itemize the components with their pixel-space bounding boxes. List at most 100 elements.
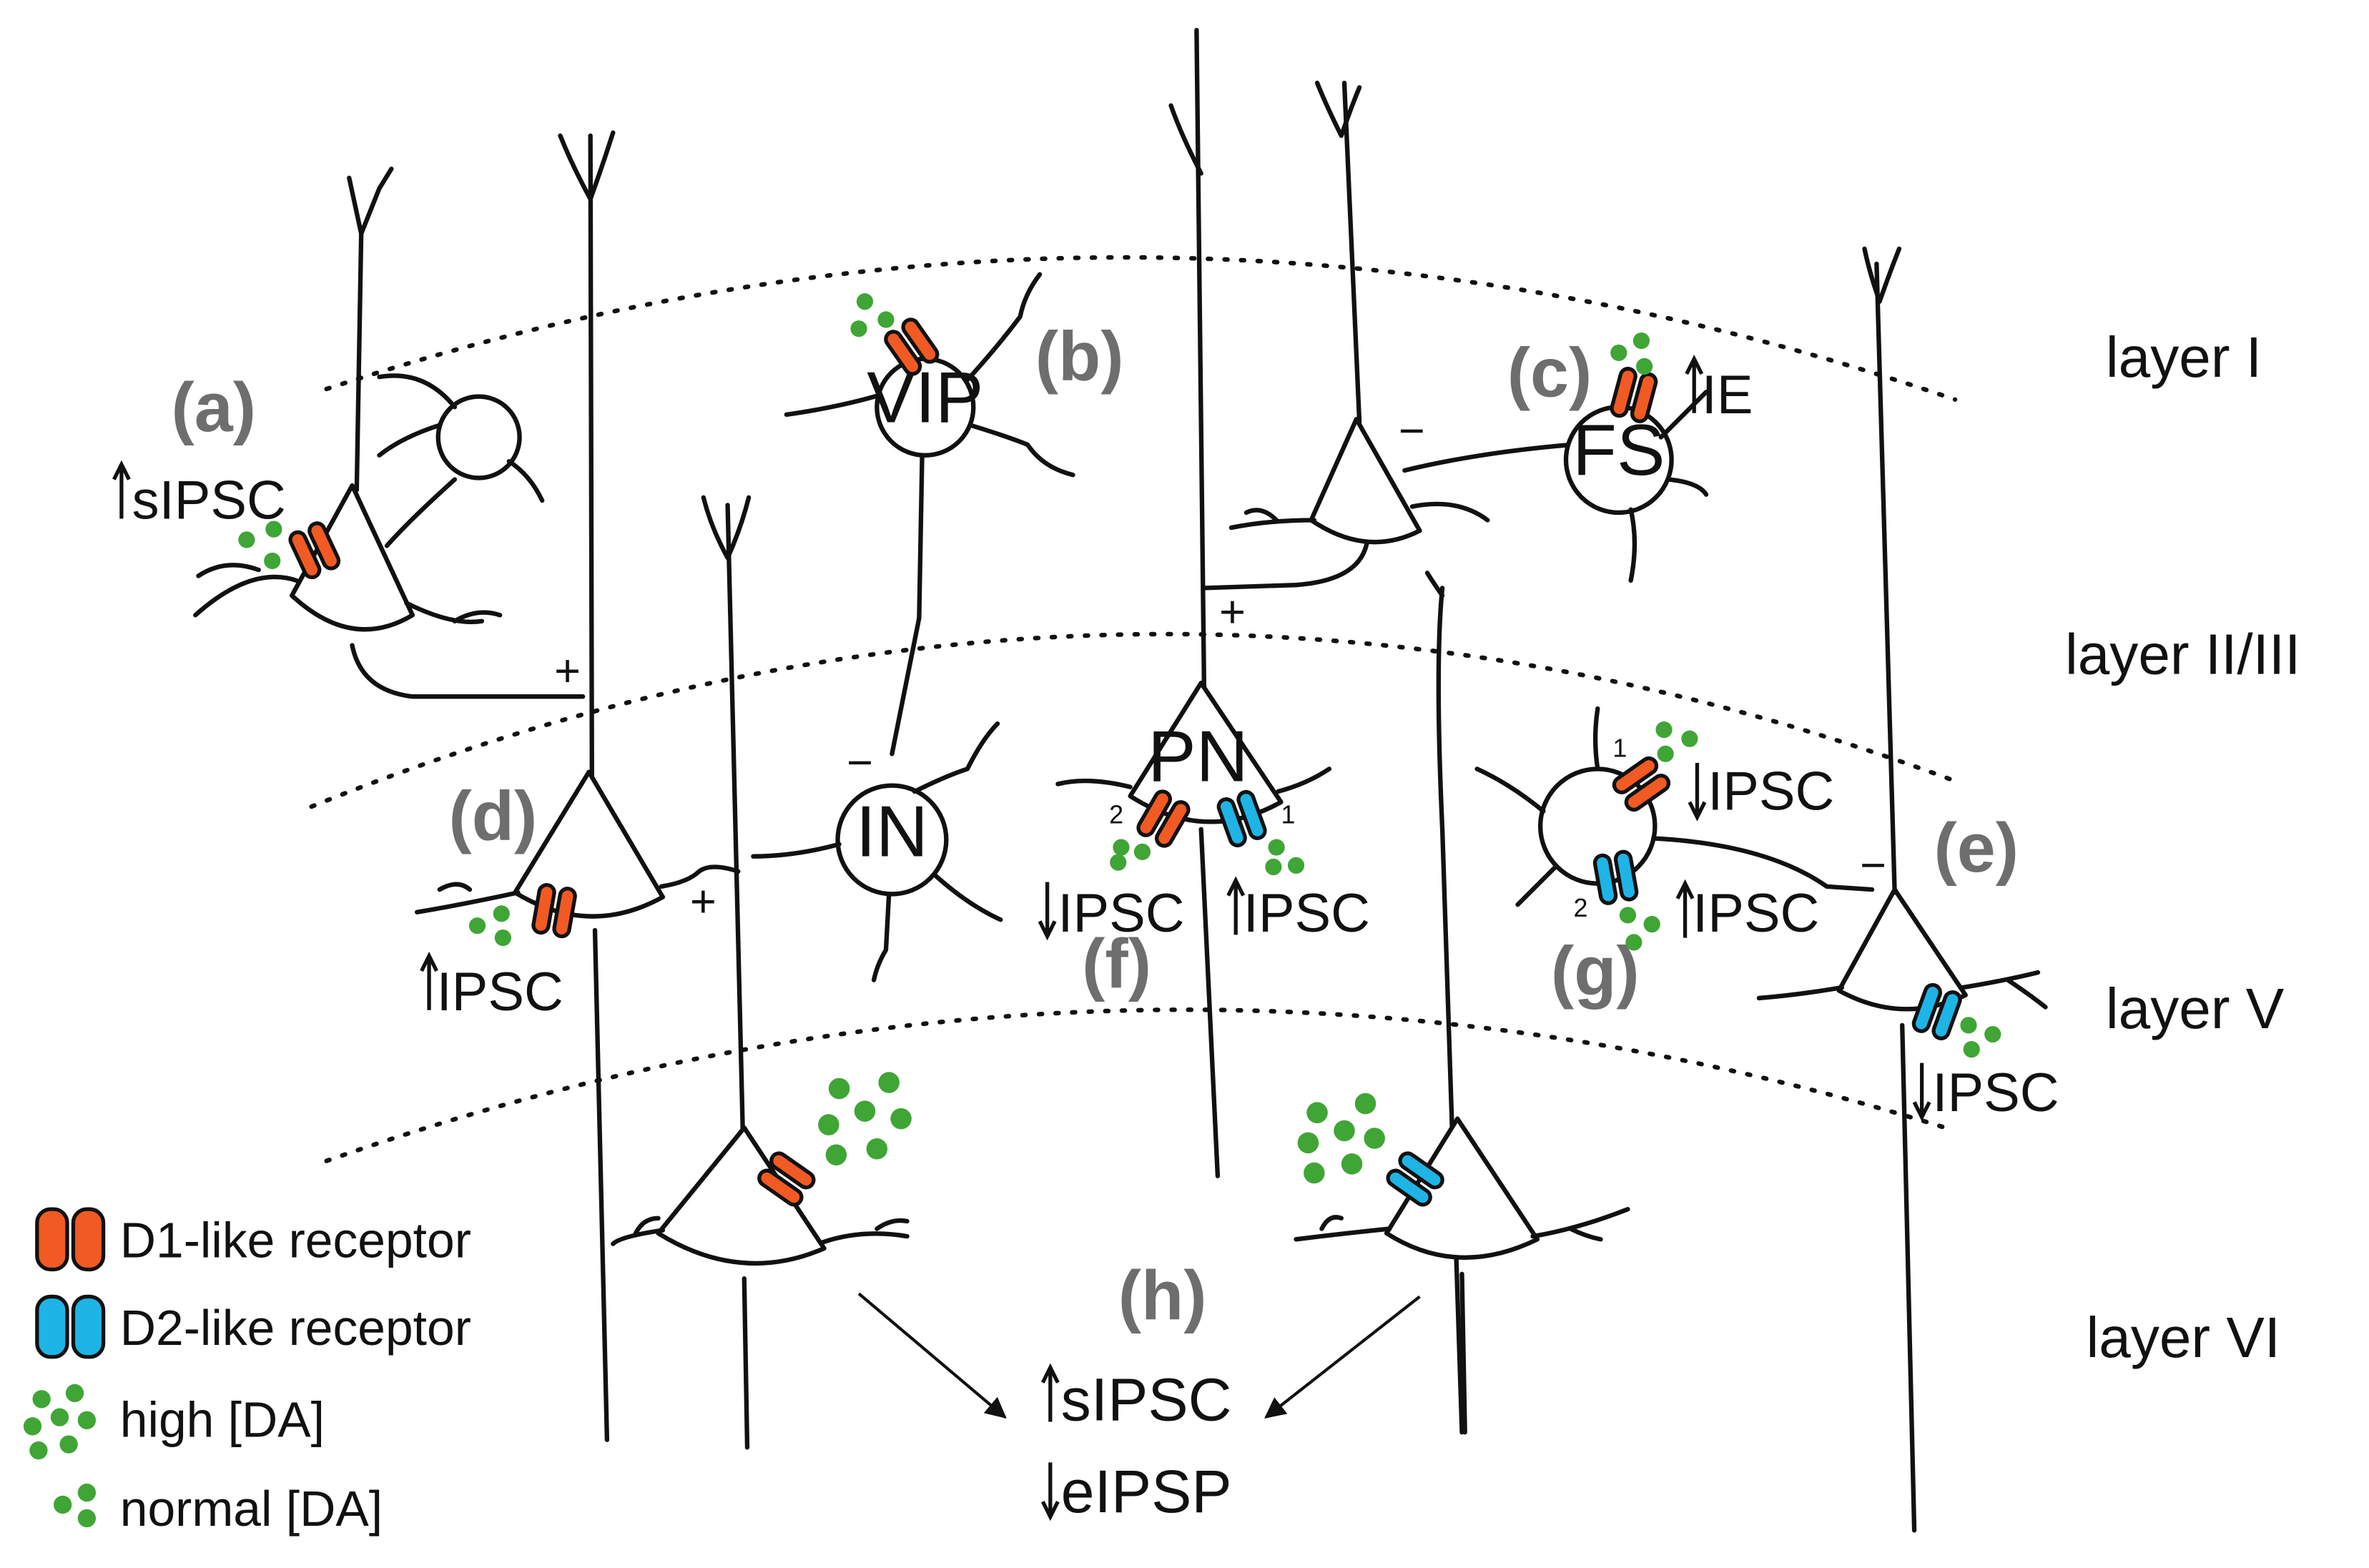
da-normal-fs [1610,332,1653,375]
tag-a: (a) [171,368,256,446]
legend-normal-da-icon [54,1483,97,1528]
sign-plus-a: + [554,646,581,696]
d1-receptor-vip [884,317,940,376]
da-normal-vip [850,293,895,337]
tag-b: (b) [1035,317,1124,395]
effect-g-top: IPSC [1708,761,1834,822]
tag-g: (g) [1551,932,1640,1010]
effect-h-bottom: eIPSP [1061,1458,1232,1525]
receptor-number-g-d1: 1 [1612,734,1627,763]
dopamine-dots [23,293,2001,1528]
d2-receptor-g [1592,849,1639,905]
cell-label-in: IN [856,792,928,872]
effect-a: sIPSC [132,470,286,531]
neuron-pn [1055,28,1369,1178]
effect-f-left: IPSC [1058,883,1184,944]
tag-d: (d) [448,777,537,855]
neurons [193,28,2048,1533]
da-normal-g-top [1655,721,1698,762]
da-high-layer6-right [1297,1093,1385,1184]
d1-receptor-pn [1136,789,1191,848]
da-normal-d [468,905,511,947]
effect-d: IPSC [437,962,563,1022]
up-arrow-icon [112,460,131,519]
legend-d2-label: D2-like receptor [120,1300,471,1356]
sign-minus-in: − [847,738,873,788]
boundary-layer1-layer23 [324,255,1958,402]
down-arrow-icon [1912,1062,1931,1122]
neuron-apical-layer6-left [701,495,752,1130]
convergence-arrows [857,1292,1421,1419]
down-arrow-icon [1038,882,1057,941]
effect-g-bottom: IPSC [1693,883,1819,944]
neuron-layer6-left [611,1125,910,1450]
da-normal-g-bottom [1619,907,1660,951]
effect-c: IE [1702,365,1753,425]
up-arrow-icon [1685,354,1704,413]
boundary-layer5-layer6 [324,1007,1958,1163]
legend-d2-icon [35,1294,106,1359]
arrow-left-to-h [857,1292,1007,1419]
arrow-right-to-h [1264,1295,1421,1419]
legend-d1-label: D1-like receptor [120,1213,471,1268]
d1-receptor-a [288,521,341,580]
receptor-number-pn-d1: 2 [1109,800,1123,829]
receptor-number-pn-d2: 1 [1281,800,1295,829]
layer-label-23: layer II/III [2065,622,2300,686]
sign-plus-pn: + [1219,587,1246,637]
da-normal-pn-right [1265,839,1305,876]
layer-label-1: layer I [2106,325,2262,389]
neuron-layer23-right [1228,80,1573,545]
tag-c: (c) [1507,334,1592,412]
d1-receptor-fs [1610,367,1658,423]
da-normal-e [1960,1017,2001,1058]
da-high-layer6-left [818,1072,912,1165]
up-arrow-icon [1040,1363,1060,1422]
tag-h: (h) [1118,1256,1207,1334]
effect-e: IPSC [1932,1062,2059,1123]
d1-receptor-layer6-left [757,1151,816,1207]
layer-label-6: layer VI [2086,1305,2280,1369]
boundary-layer23-layer5 [309,631,1958,809]
effect-direction-arrows [112,354,1931,1522]
sign-minus-c: − [1399,406,1425,456]
cell-label-vip: VIP [867,357,983,438]
up-arrow-icon [420,951,438,1010]
sign-minus-e: − [1860,840,1886,890]
receptors [35,317,1962,1359]
d1-receptor-d [531,883,577,939]
up-arrow-icon [1675,879,1695,938]
neuron-layer6-right [1294,1116,1630,1435]
neuron-fs [1563,390,1709,583]
sign-plus-d: + [690,877,716,927]
d1-receptor-g [1612,756,1671,812]
tag-f: (f) [1082,924,1151,1002]
layer-boundaries [309,255,1958,1163]
effect-h-top: sIPSC [1061,1366,1232,1433]
neuron-e-pyramidal [1756,246,2048,1533]
neuron-apical-right [1424,571,1464,1435]
d2-receptor-layer6-right [1386,1151,1444,1207]
legend-high-da-icon [23,1384,97,1460]
up-arrow-icon [1226,876,1246,935]
neuron-d-pyramidal [415,130,741,1442]
down-arrow-icon [1688,762,1707,822]
tag-e: (e) [1934,809,2019,887]
receptor-number-g-d2: 2 [1574,894,1588,922]
layer-label-5: layer V [2106,976,2285,1040]
d2-receptor-pn [1216,789,1267,848]
neuron-in [751,721,1003,982]
legend-high-label: high [DA] [120,1392,325,1448]
da-normal-a [238,521,282,570]
cell-label-pn: PN [1148,716,1248,797]
neuron-a-pyramidal [193,167,586,699]
text-labels: (a) (b) (c) (d) (e) (f) (g) (h) VIP FS I… [120,317,2301,1537]
effect-f-right: IPSC [1243,883,1370,944]
da-normal-pn-left [1110,839,1151,871]
neuron-layer1-interneuron [377,373,545,503]
d2-receptor-e [1911,982,1962,1040]
cell-label-fs: FS [1572,410,1665,490]
legend-d1-icon [35,1207,106,1272]
legend-normal-label: normal [DA] [120,1481,383,1537]
